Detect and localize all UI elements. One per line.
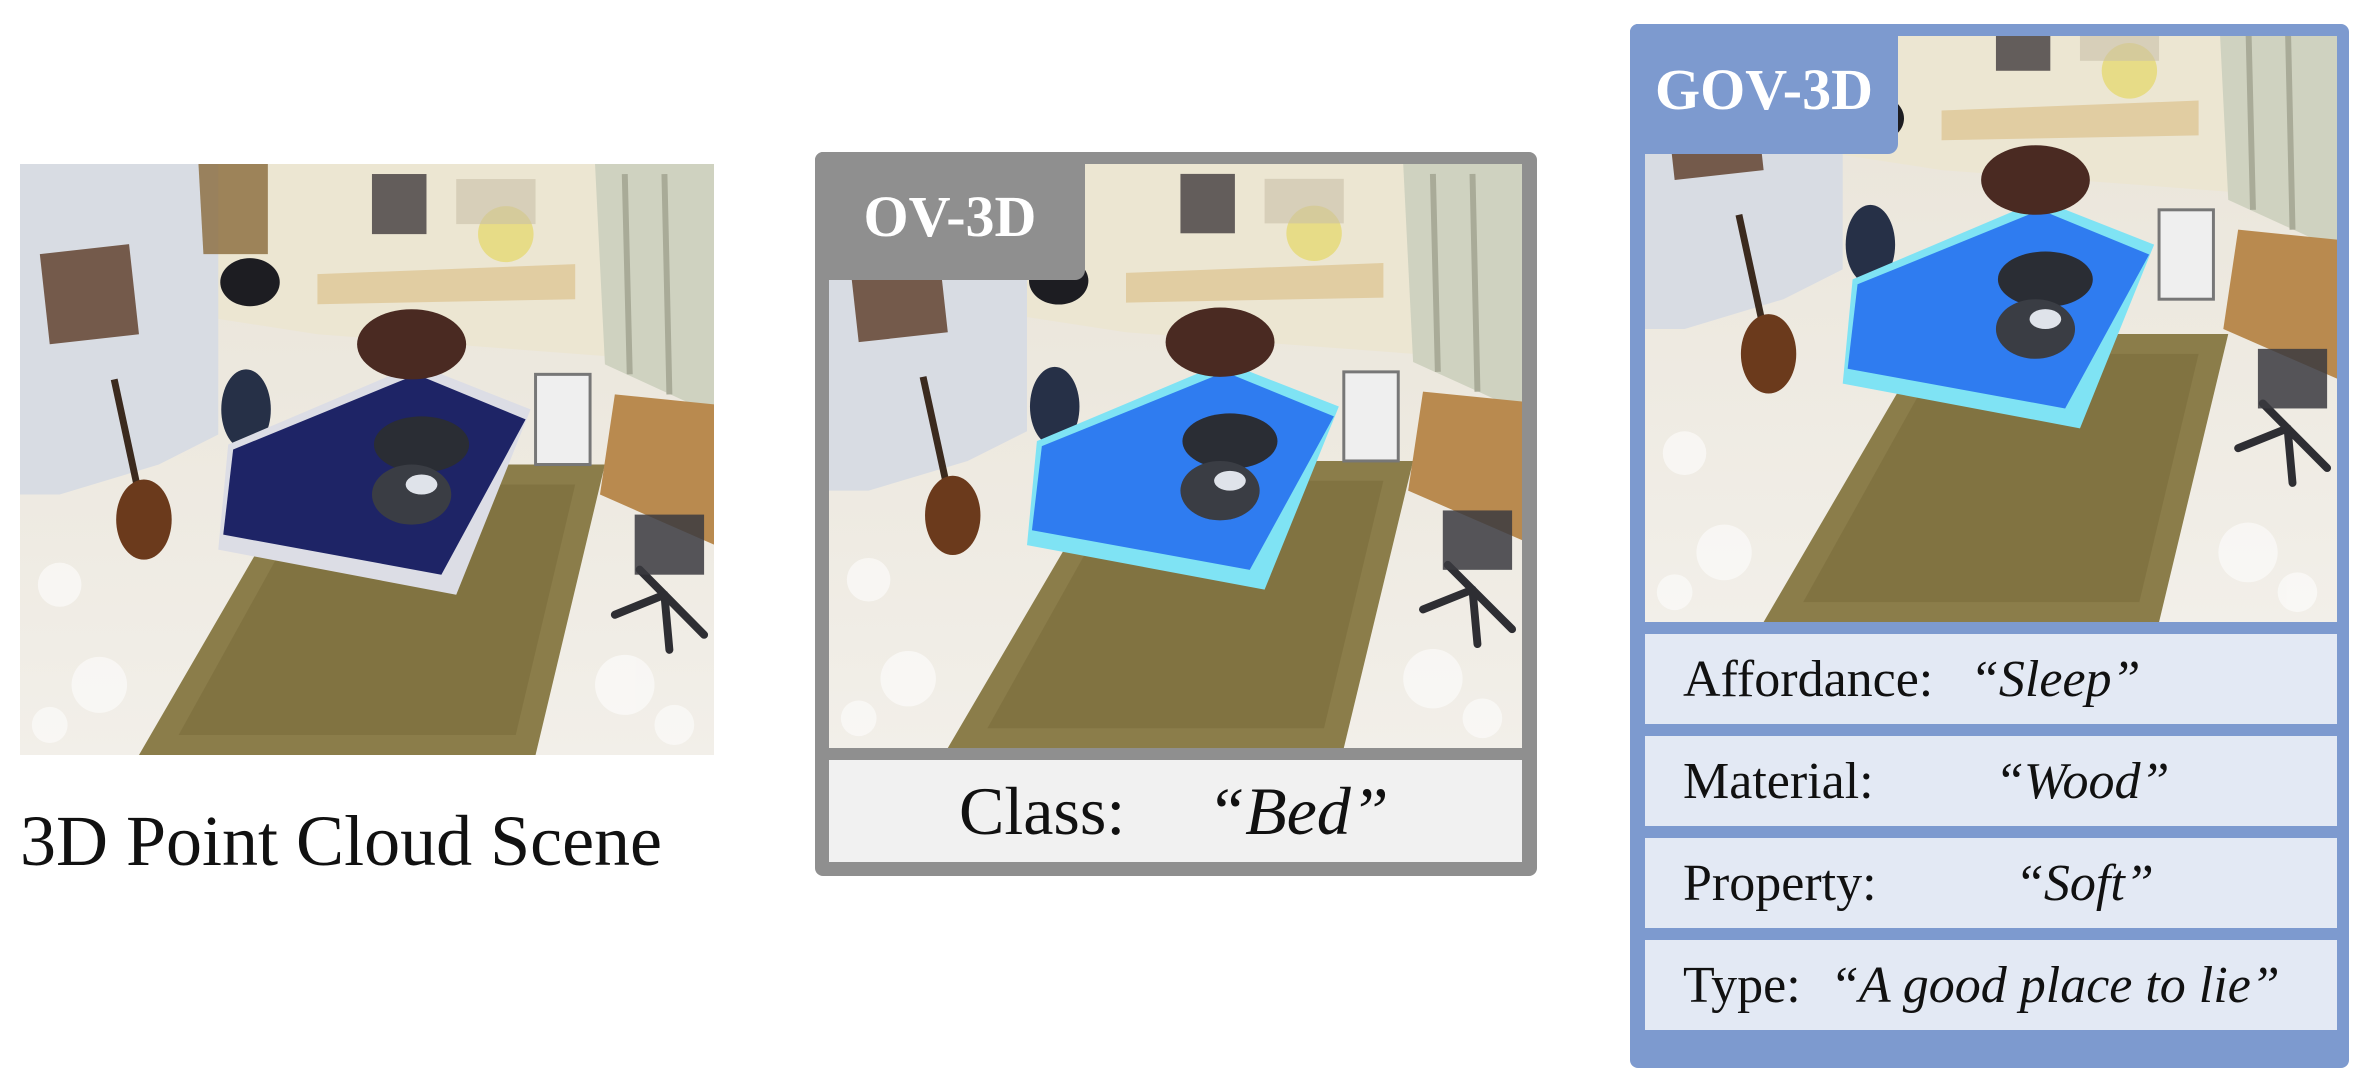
attribute-value: “A good place to lie” [1830,956,2280,1014]
attribute-key: Property: [1683,854,1877,912]
attribute-value: “Sleep” [1970,650,2141,708]
attribute-value: “Soft” [2015,854,2154,912]
attribute-key: Material: [1683,752,1874,810]
gov-3d-scene-image [1645,36,2337,622]
ov-3d-scene-image [829,164,1522,748]
attribute-row-type: Type: “A good place to lie” [1645,940,2337,1030]
class-value: “Bed” [1207,772,1389,849]
scene-caption: 3D Point Cloud Scene [20,801,662,881]
ov-class-row: Class: “Bed” [829,760,1522,862]
ov-3d-tag: OV-3D [815,152,1085,280]
attribute-row-property: Property: “Soft” [1645,838,2337,928]
attribute-row-affordance: Affordance: “Sleep” [1645,634,2337,724]
attribute-key: Affordance: [1683,650,1934,708]
attribute-key: Type: [1683,956,1801,1014]
class-label: Class: [959,772,1126,849]
gov-3d-tag: GOV-3D [1630,24,1898,154]
point-cloud-scene-image [20,164,714,755]
attribute-value: “Wood” [1995,752,2170,810]
attribute-row-material: Material: “Wood” [1645,736,2337,826]
